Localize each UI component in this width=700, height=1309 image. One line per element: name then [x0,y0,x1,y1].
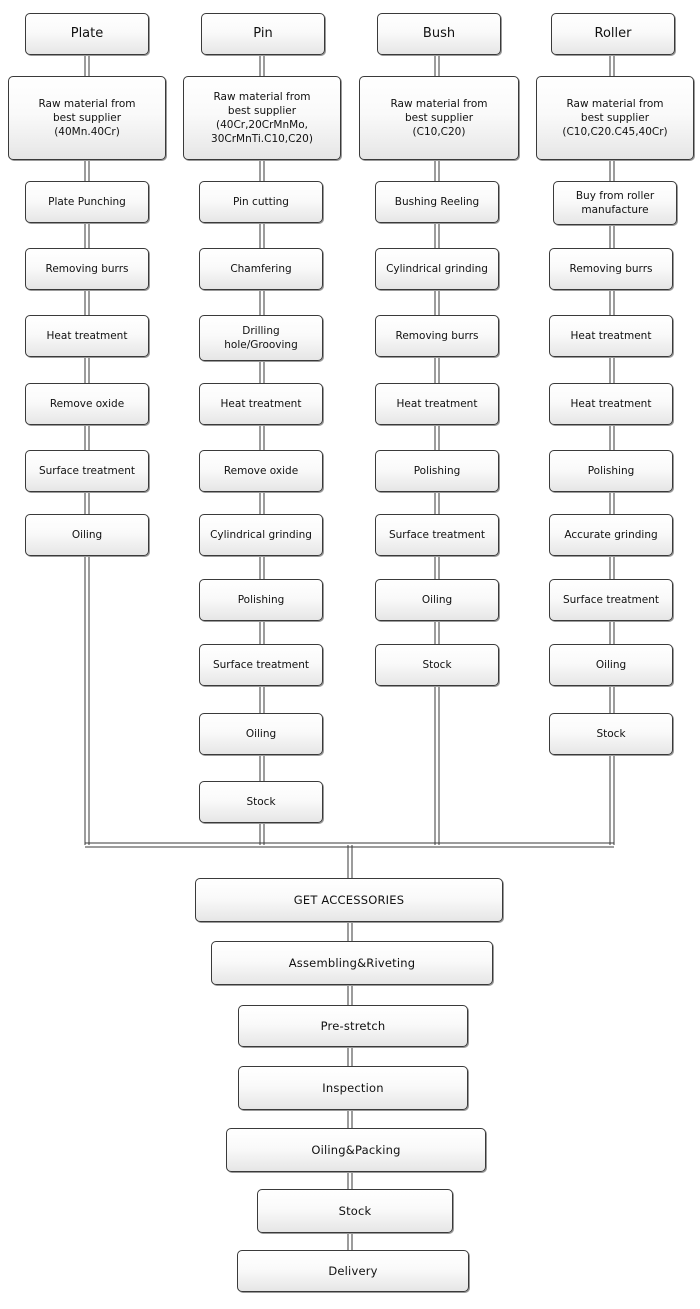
roller-step-surface-treatment: Surface treatment [549,579,673,621]
pin-step-polishing: Polishing [199,579,323,621]
pin-step-oiling-label: Oiling [245,728,277,740]
bush-step-removing-burrs: Removing burrs [375,315,499,357]
pin-step-heat-treatment: Heat treatment [199,383,323,425]
pin-step-cylindrical-grinding: Cylindrical grinding [199,514,323,556]
bush-step-heat-treatment: Heat treatment [375,383,499,425]
roller-step-oiling-label: Oiling [595,659,627,671]
pin-step-chamfering: Chamfering [199,248,323,290]
roller-step-heat-treatment: Heat treatment [549,315,673,357]
column-header-plate: Plate [25,13,149,55]
pin-step-raw-material-label: Raw material from best supplier (40Cr,20… [211,91,313,145]
final-step-pre-stretch: Pre-stretch [238,1005,468,1047]
plate-step-heat-treatment-label: Heat treatment [46,330,128,342]
roller-step-polishing-label: Polishing [587,465,635,477]
pin-step-remove-oxide-label: Remove oxide [223,465,299,477]
final-step-get-accessories: GET ACCESSORIES [195,878,503,922]
plate-step-plate-punching-label: Plate Punching [48,196,126,208]
pin-step-pin-cutting-label: Pin cutting [233,196,289,208]
pin-step-raw-material: Raw material from best supplier (40Cr,20… [183,76,341,160]
roller-step-heat-treatment-label: Heat treatment [570,398,652,410]
bush-step-oiling-label: Oiling [421,594,453,606]
roller-step-polishing: Polishing [549,450,673,492]
pin-step-surface-treatment-label: Surface treatment [212,659,309,671]
roller-step-oiling: Oiling [549,644,673,686]
bush-step-cylindrical-grinding: Cylindrical grinding [375,248,499,290]
plate-step-remove-oxide: Remove oxide [25,383,149,425]
pin-step-polishing-label: Polishing [237,594,285,606]
plate-step-heat-treatment: Heat treatment [25,315,149,357]
column-header-roller-label: Roller [594,26,632,41]
roller-step-surface-treatment-label: Surface treatment [562,594,659,606]
column-header-pin-label: Pin [253,26,273,41]
pin-step-chamfering-label: Chamfering [230,263,292,275]
bush-step-polishing-label: Polishing [413,465,461,477]
pin-step-pin-cutting: Pin cutting [199,181,323,223]
roller-step-accurate-grinding: Accurate grinding [549,514,673,556]
roller-step-buy-from-roller-manufacture: Buy from roller manufacture [553,181,677,225]
pin-step-drilling-hole-grooving: Drilling hole/Grooving [199,315,323,361]
bush-step-bushing-reeling-label: Bushing Reeling [394,196,480,208]
bush-step-raw-material: Raw material from best supplier (C10,C20… [359,76,519,160]
roller-step-stock-label: Stock [596,728,626,740]
final-step-oiling-packing: Oiling&Packing [226,1128,486,1172]
pin-step-remove-oxide: Remove oxide [199,450,323,492]
plate-step-oiling-label: Oiling [71,529,103,541]
final-step-stock-label: Stock [338,1204,372,1218]
final-step-oiling-packing-label: Oiling&Packing [311,1143,401,1157]
bush-step-removing-burrs-label: Removing burrs [395,330,479,342]
final-step-assembling-riveting: Assembling&Riveting [211,941,493,985]
pin-step-oiling: Oiling [199,713,323,755]
bush-step-cylindrical-grinding-label: Cylindrical grinding [386,263,488,275]
plate-step-raw-material-label: Raw material from best supplier (40Mn.40… [38,98,136,138]
final-step-stock: Stock [257,1189,453,1233]
plate-step-oiling: Oiling [25,514,149,556]
bush-step-stock-label: Stock [422,659,452,671]
bush-step-polishing: Polishing [375,450,499,492]
final-step-delivery-label: Delivery [328,1264,378,1278]
bush-step-stock: Stock [375,644,499,686]
final-step-inspection-label: Inspection [322,1081,384,1095]
bush-step-bushing-reeling: Bushing Reeling [375,181,499,223]
plate-step-remove-oxide-label: Remove oxide [49,398,125,410]
bush-step-raw-material-label: Raw material from best supplier (C10,C20… [390,98,488,138]
pin-step-cylindrical-grinding-label: Cylindrical grinding [210,529,312,541]
plate-step-surface-treatment: Surface treatment [25,450,149,492]
roller-step-accurate-grinding-label: Accurate grinding [564,529,658,541]
bush-step-surface-treatment: Surface treatment [375,514,499,556]
final-step-assembling-riveting-label: Assembling&Riveting [288,956,416,970]
pin-step-stock: Stock [199,781,323,823]
column-header-bush: Bush [377,13,501,55]
roller-step-heat-treatment-label: Heat treatment [570,330,652,342]
plate-step-plate-punching: Plate Punching [25,181,149,223]
pin-step-heat-treatment-label: Heat treatment [220,398,302,410]
bush-step-oiling: Oiling [375,579,499,621]
plate-step-removing-burrs: Removing burrs [25,248,149,290]
final-step-pre-stretch-label: Pre-stretch [320,1019,386,1033]
roller-step-removing-burrs-label: Removing burrs [569,263,653,275]
roller-step-raw-material-label: Raw material from best supplier (C10,C20… [562,98,668,138]
final-step-inspection: Inspection [238,1066,468,1110]
roller-step-stock: Stock [549,713,673,755]
column-header-roller: Roller [551,13,675,55]
bush-step-surface-treatment-label: Surface treatment [388,529,485,541]
pin-step-stock-label: Stock [246,796,276,808]
bush-step-heat-treatment-label: Heat treatment [396,398,478,410]
plate-step-surface-treatment-label: Surface treatment [38,465,135,477]
pin-step-surface-treatment: Surface treatment [199,644,323,686]
column-header-pin: Pin [201,13,325,55]
plate-step-raw-material: Raw material from best supplier (40Mn.40… [8,76,166,160]
column-header-plate-label: Plate [70,26,104,41]
final-step-delivery: Delivery [237,1250,469,1292]
column-header-bush-label: Bush [422,26,456,41]
plate-step-removing-burrs-label: Removing burrs [45,263,129,275]
roller-step-raw-material: Raw material from best supplier (C10,C20… [536,76,694,160]
final-step-get-accessories-label: GET ACCESSORIES [293,893,405,907]
roller-step-removing-burrs: Removing burrs [549,248,673,290]
pin-step-drilling-hole-grooving-label: Drilling hole/Grooving [224,325,298,351]
roller-step-heat-treatment: Heat treatment [549,383,673,425]
roller-step-buy-from-roller-manufacture-label: Buy from roller manufacture [575,190,655,216]
